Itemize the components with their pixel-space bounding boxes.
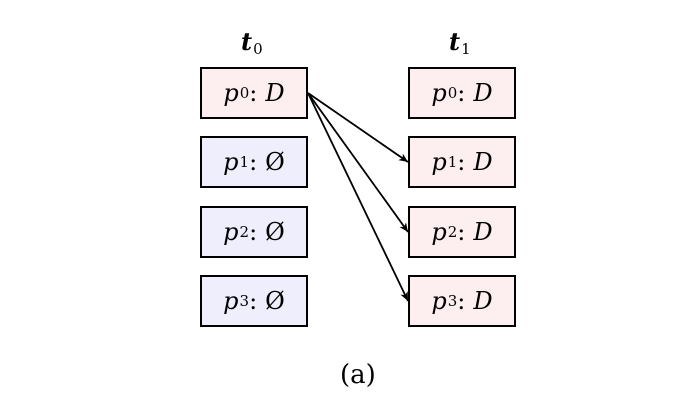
edges-group <box>307 92 409 302</box>
figure-caption: (a) <box>340 360 376 390</box>
cell-sub: 2 <box>239 223 250 241</box>
cell-var: p <box>431 79 447 107</box>
cell-sub: 1 <box>447 153 458 171</box>
cell-value: D <box>473 218 493 246</box>
edge-arrow-0 <box>307 92 409 163</box>
edge-arrow-1 <box>307 92 409 233</box>
cell-sub: 2 <box>447 223 458 241</box>
column-title-t0: t0 <box>241 30 263 57</box>
cell-var: p <box>223 79 239 107</box>
edge-arrow-2 <box>307 92 409 302</box>
cell-value: Ø <box>265 148 285 176</box>
cell-var: p <box>431 218 447 246</box>
cell-sub: 3 <box>447 292 458 310</box>
column-title-t1: t1 <box>449 30 471 57</box>
cell-value: Ø <box>265 287 285 315</box>
cell-sub: 1 <box>239 153 250 171</box>
cell-var: p <box>223 218 239 246</box>
cell-var: p <box>431 148 447 176</box>
cell-value: D <box>473 287 493 315</box>
cell-sub: 0 <box>239 84 250 102</box>
cell-sub: 3 <box>239 292 250 310</box>
cell-var: p <box>431 287 447 315</box>
cell-sub: 0 <box>447 84 458 102</box>
cell-var: p <box>223 148 239 176</box>
cell-var: p <box>223 287 239 315</box>
cell-value: Ø <box>265 218 285 246</box>
title-var: t <box>241 27 253 56</box>
title-sub: 1 <box>461 40 471 58</box>
cell-value: D <box>265 79 285 107</box>
cell-value: D <box>473 79 493 107</box>
title-var: t <box>449 27 461 56</box>
cell-value: D <box>473 148 493 176</box>
title-sub: 0 <box>253 40 263 58</box>
